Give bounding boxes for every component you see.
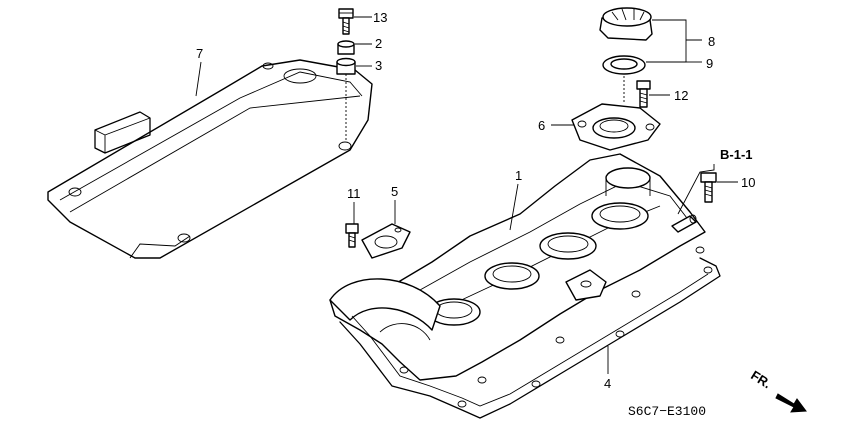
cap-gasket-9: [602, 55, 646, 75]
front-arrow-icon: [775, 393, 807, 413]
reference-label: B-1-1: [720, 147, 753, 162]
bolt-12: [636, 80, 651, 108]
callout-6: 6: [538, 118, 545, 133]
callout-numbers: 13 2 3 7 8 9 12 6 10 11 5 1 4: [196, 10, 755, 391]
oil-filler-cap: [599, 7, 653, 41]
callout-7: 7: [196, 46, 203, 61]
callout-13: 13: [373, 10, 387, 25]
front-direction-indicator: FR.: [748, 367, 807, 413]
bolt-13: [338, 8, 354, 35]
callout-5: 5: [391, 184, 398, 199]
callout-8: 8: [708, 34, 715, 49]
callout-1: 1: [515, 168, 522, 183]
callout-9: 9: [706, 56, 713, 71]
callout-10: 10: [741, 175, 755, 190]
callout-4: 4: [604, 376, 611, 391]
leader-lines: [195, 16, 738, 374]
engine-cover: [47, 59, 373, 259]
front-label: FR.: [748, 367, 774, 391]
bolt-11: [345, 223, 359, 248]
callout-2: 2: [375, 36, 382, 51]
callout-11: 11: [347, 186, 361, 201]
cylinder-head-cover: [329, 153, 706, 384]
grommet-3: [336, 57, 356, 75]
head-cover-gasket-4: [339, 257, 721, 419]
filler-base-6: [571, 103, 661, 151]
washer-2: [337, 40, 355, 55]
callout-3: 3: [375, 58, 382, 73]
cover-plate-5: [361, 223, 411, 259]
bolt-10: [700, 172, 717, 203]
callout-12: 12: [674, 88, 688, 103]
diagram-code: S6C7−E3100: [628, 404, 706, 419]
